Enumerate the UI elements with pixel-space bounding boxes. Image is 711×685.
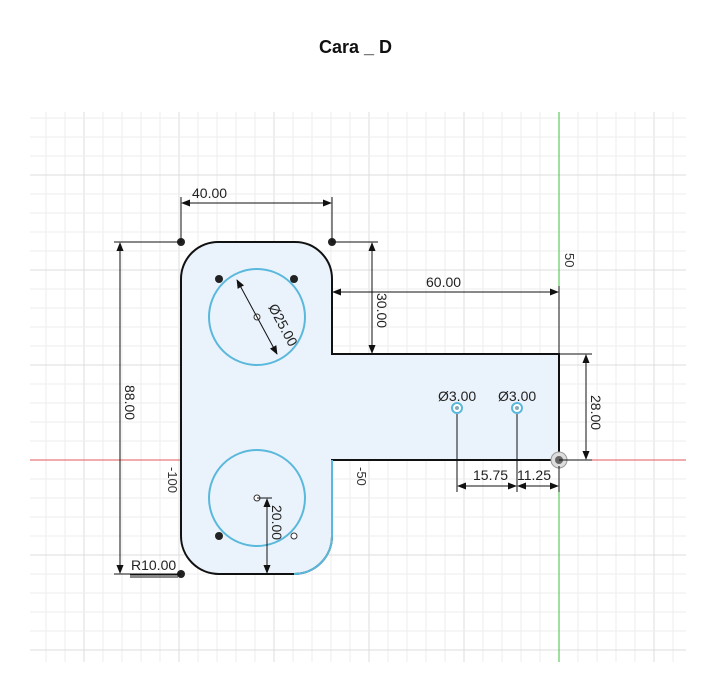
dimension-28-label: 28.00 [588, 395, 604, 430]
dimension-30-label: 30.00 [374, 293, 390, 328]
dimension-diameter-leader[interactable] [236, 279, 278, 355]
small-hole-2[interactable] [511, 402, 523, 414]
small-hole-1-label: Ø3.00 [438, 388, 476, 404]
dimension-40-label: 40.00 [192, 185, 227, 201]
small-hole-1[interactable] [451, 402, 463, 414]
small-hole-2-label: Ø3.00 [498, 388, 536, 404]
dimension-28[interactable] [559, 353, 592, 461]
radius-label: R10.00 [131, 557, 176, 573]
axis-label-50: 50 [562, 253, 577, 267]
big-hole-bottom[interactable] [208, 449, 306, 547]
dimension-20[interactable] [257, 497, 272, 574]
dimension-30[interactable] [332, 241, 378, 354]
spacing-2-label: 11.25 [517, 467, 551, 483]
point-marker [290, 532, 298, 540]
spacing-1-label: 15.75 [473, 467, 508, 483]
dimension-88-label: 88.00 [122, 385, 138, 420]
dimension-20-label: 20.00 [269, 505, 285, 540]
axis-label-neg50: -50 [354, 467, 369, 486]
dimension-60[interactable] [332, 286, 560, 354]
big-hole-top[interactable] [208, 268, 306, 366]
lower-right-arc [293, 460, 333, 575]
dimension-60-label: 60.00 [426, 274, 461, 290]
hole-spacing-dimension[interactable] [456, 414, 560, 492]
axis-label-neg100: -100 [165, 467, 180, 493]
dimension-40[interactable] [180, 197, 333, 242]
sketch-title: Cara _ D [318, 37, 393, 57]
dimension-88[interactable] [114, 241, 181, 575]
